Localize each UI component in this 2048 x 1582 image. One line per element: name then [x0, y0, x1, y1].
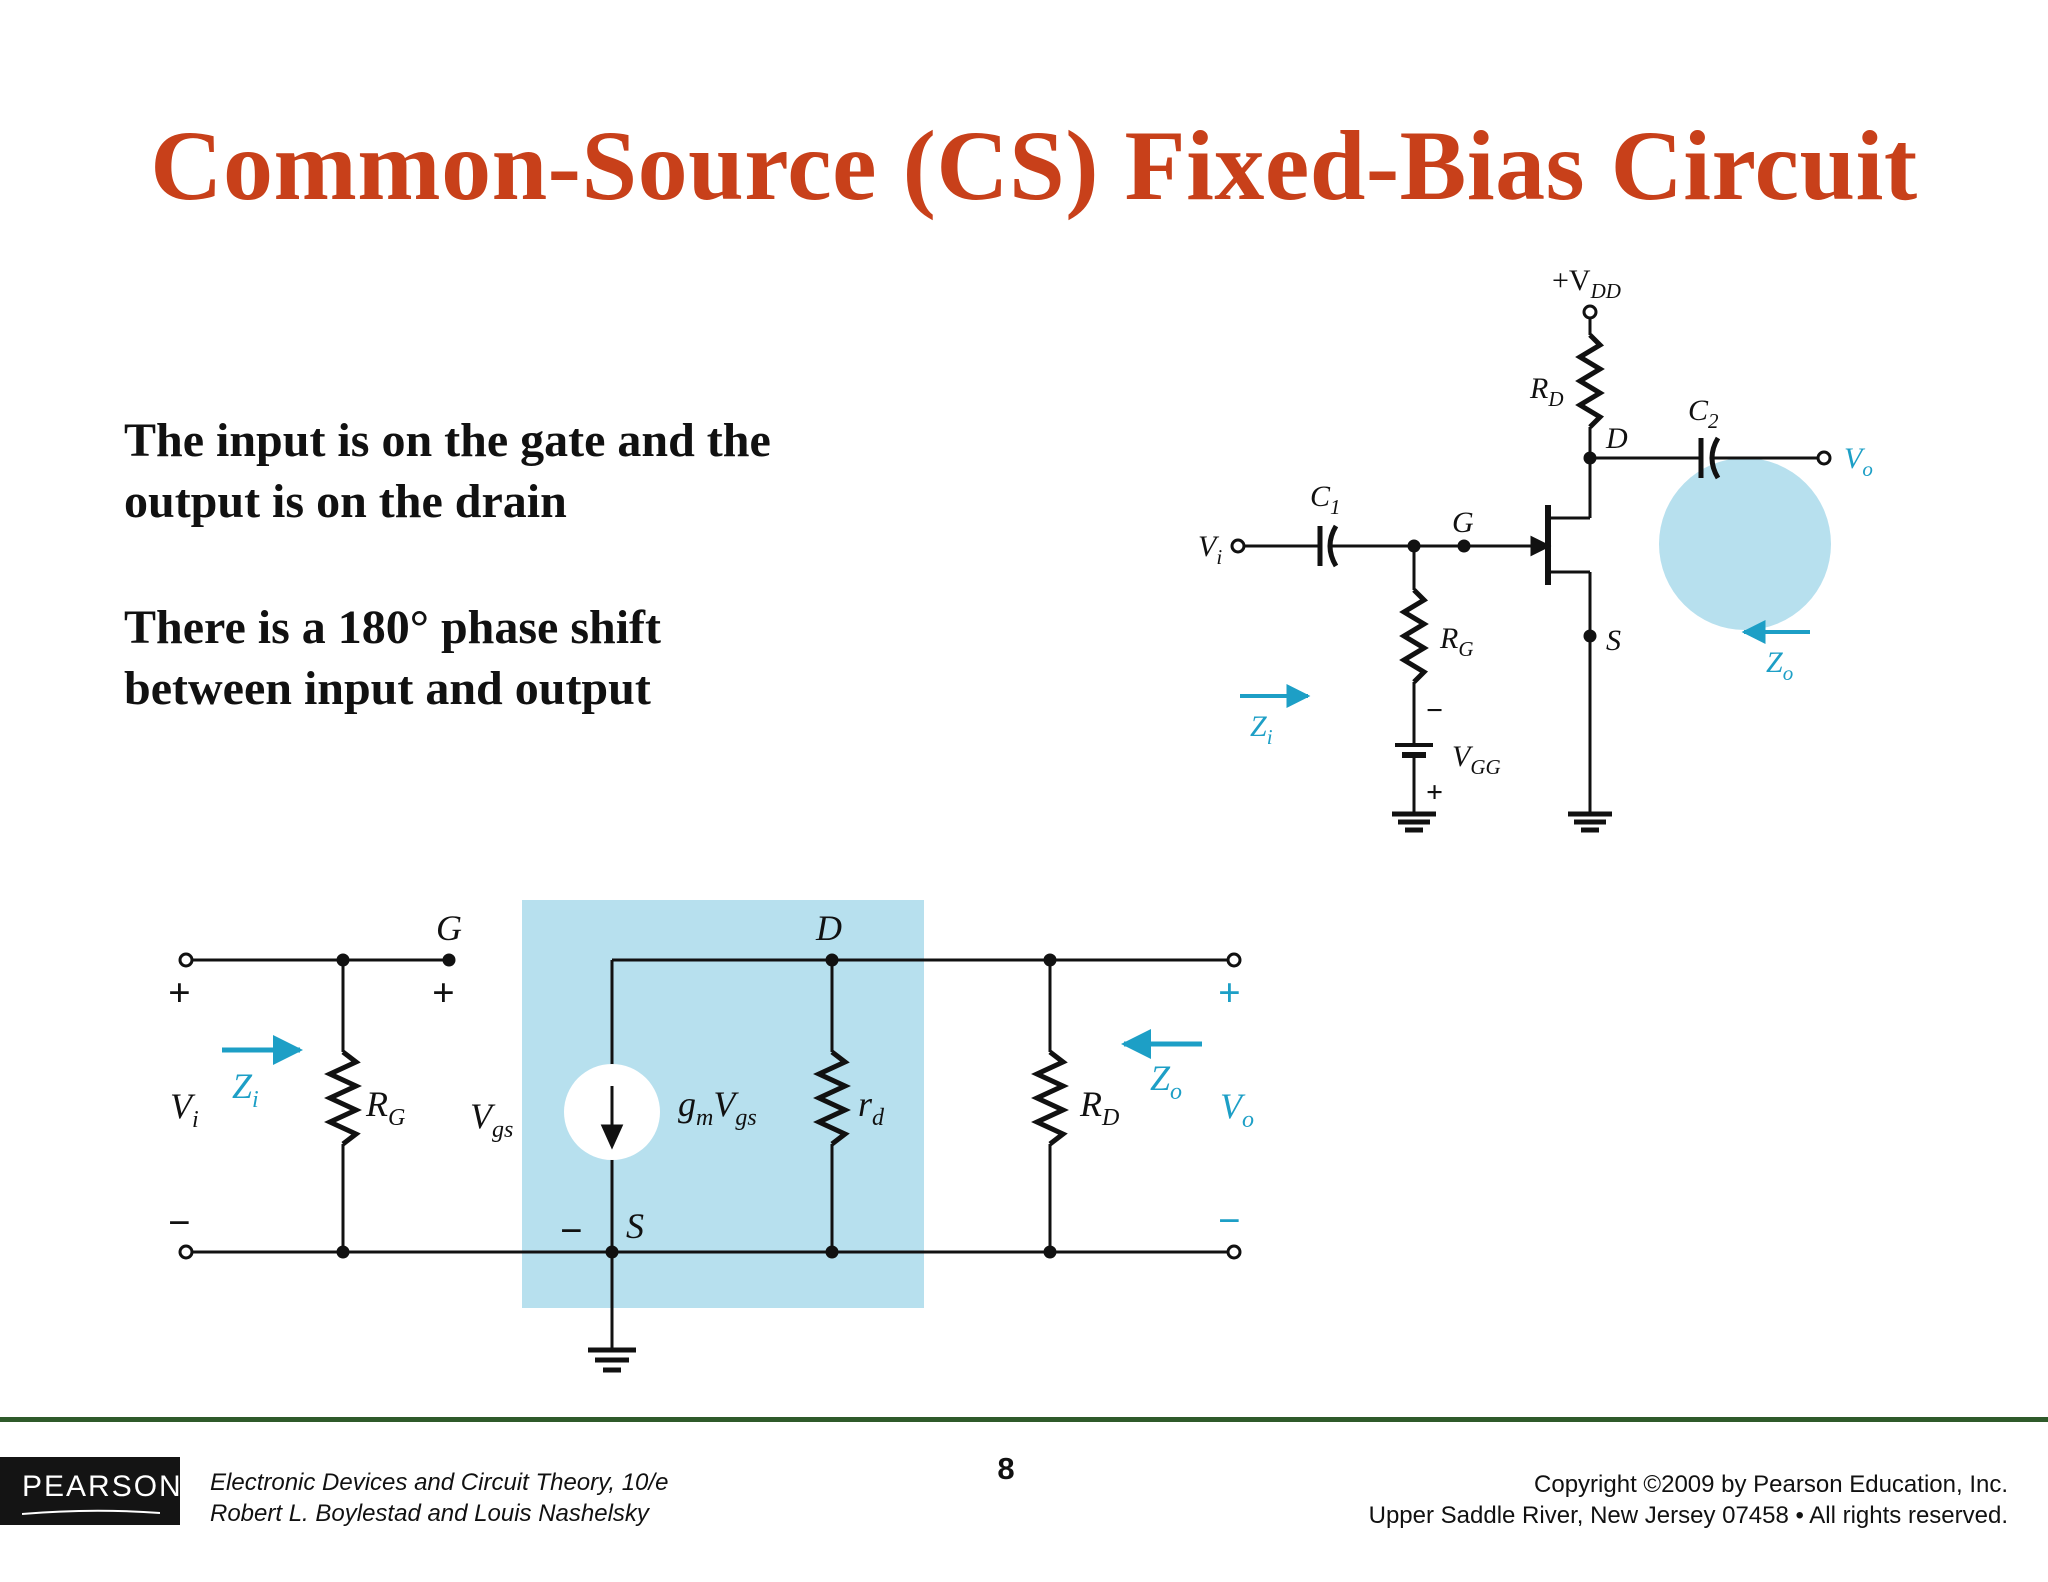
- vdd-terminal: [1582, 304, 1598, 320]
- rd-label: RD: [1529, 372, 1564, 411]
- model-vo-label: Vo: [1220, 1086, 1254, 1133]
- book-citation: Electronic Devices and Circuit Theory, 1…: [210, 1467, 668, 1529]
- vo-plus-sign: +: [1218, 970, 1241, 1015]
- zo-label: Zo: [1766, 646, 1793, 685]
- bullet-2-line-1: There is a 180° phase shift: [124, 601, 662, 654]
- vgs-plus-sign: +: [432, 970, 455, 1015]
- vgg-label: VGG: [1452, 740, 1501, 779]
- jfet-gate-arrow: [1530, 535, 1552, 557]
- copyright-line-2: Upper Saddle River, New Jersey 07458 • A…: [1368, 1502, 2008, 1529]
- model-rd-small-resistor: [813, 1050, 851, 1146]
- model-gm-vgs-label: gmVgs: [678, 1084, 757, 1131]
- vi-terminal: [1230, 538, 1246, 554]
- model-source-label: S: [626, 1206, 644, 1246]
- ac-equivalent-labels: G D S + − + − + − Vi Zi RG Vgs gmVgs rd …: [168, 908, 1254, 1253]
- model-rg-label: RG: [365, 1084, 405, 1131]
- model-rd-small-label: rd: [858, 1084, 885, 1131]
- page-number: 8: [997, 1451, 1015, 1486]
- bullet-text-block: The input is on the gate and the output …: [124, 410, 771, 719]
- rg-resistor: [1399, 588, 1429, 684]
- vi-label: Vi: [1198, 530, 1222, 569]
- vo-label: Vo: [1844, 442, 1873, 481]
- model-zo-label: Zo: [1150, 1058, 1182, 1105]
- bullet-1-line-1: The input is on the gate and the: [124, 414, 771, 467]
- input-bottom-terminal: [178, 1244, 194, 1260]
- rd-resistor: [1575, 333, 1605, 429]
- logo-swoosh: [22, 1509, 160, 1515]
- model-rd-resistor: [1031, 1050, 1069, 1146]
- model-rg-resistor: [324, 1050, 362, 1146]
- source-label: S: [1606, 624, 1621, 657]
- jfet-highlight: [1659, 458, 1831, 630]
- model-gate-node: [442, 953, 456, 967]
- ac-equivalent-circuit: [178, 900, 1242, 1373]
- output-top-terminal: [1226, 952, 1242, 968]
- model-gate-label: G: [436, 908, 462, 948]
- bullet-2-line-2: between input and output: [124, 662, 651, 715]
- drain-label: D: [1605, 422, 1628, 455]
- vo-terminal: [1816, 450, 1832, 466]
- input-top-terminal: [178, 952, 194, 968]
- current-source-arrow-icon: [600, 1124, 624, 1150]
- vdd-label: +VDD: [1552, 264, 1621, 303]
- model-drain-label: D: [815, 908, 842, 948]
- model-rd-label: RD: [1079, 1084, 1119, 1131]
- model-vgs-label: Vgs: [470, 1096, 513, 1143]
- bullet-1-line-2: output is on the drain: [124, 475, 567, 528]
- footer-divider: [0, 1417, 2048, 1422]
- cs-fixed-bias-schematic: [1230, 304, 1832, 833]
- source-ground-icon: [1568, 811, 1612, 833]
- c1-label: C1: [1310, 480, 1341, 519]
- model-ground-icon: [588, 1347, 636, 1373]
- book-authors: Robert L. Boylestad and Louis Nashelsky: [210, 1500, 649, 1527]
- cs-fixed-bias-labels: +VDD RD D C2 Vo C1 G Vi RG S Zo Zi − + V…: [1198, 264, 1873, 809]
- vgg-ground-icon: [1392, 811, 1436, 833]
- book-title: Electronic Devices and Circuit Theory, 1…: [210, 1469, 669, 1496]
- gate-label: G: [1452, 506, 1474, 539]
- output-bottom-terminal: [1226, 1244, 1242, 1260]
- zi-label: Zi: [1250, 710, 1273, 749]
- vgg-minus-label: −: [1426, 694, 1443, 727]
- copyright-notice: Copyright ©2009 by Pearson Education, In…: [1369, 1469, 2008, 1531]
- model-zi-label: Zi: [232, 1066, 259, 1113]
- slide-title: Common-Source (CS) Fixed-Bias Circuit: [150, 110, 1918, 221]
- model-vi-label: Vi: [170, 1086, 199, 1133]
- c2-label: C2: [1688, 394, 1719, 433]
- copyright-line-1: Copyright ©2009 by Pearson Education, In…: [1534, 1471, 2008, 1498]
- vi-minus-sign: −: [168, 1200, 191, 1245]
- vi-plus-sign: +: [168, 970, 191, 1015]
- vgs-minus-sign: −: [560, 1208, 583, 1253]
- rg-label: RG: [1439, 622, 1474, 661]
- pearson-logo: PEARSON: [0, 1457, 181, 1525]
- vo-minus-sign: −: [1218, 1198, 1241, 1243]
- vgg-plus-label: +: [1426, 776, 1443, 809]
